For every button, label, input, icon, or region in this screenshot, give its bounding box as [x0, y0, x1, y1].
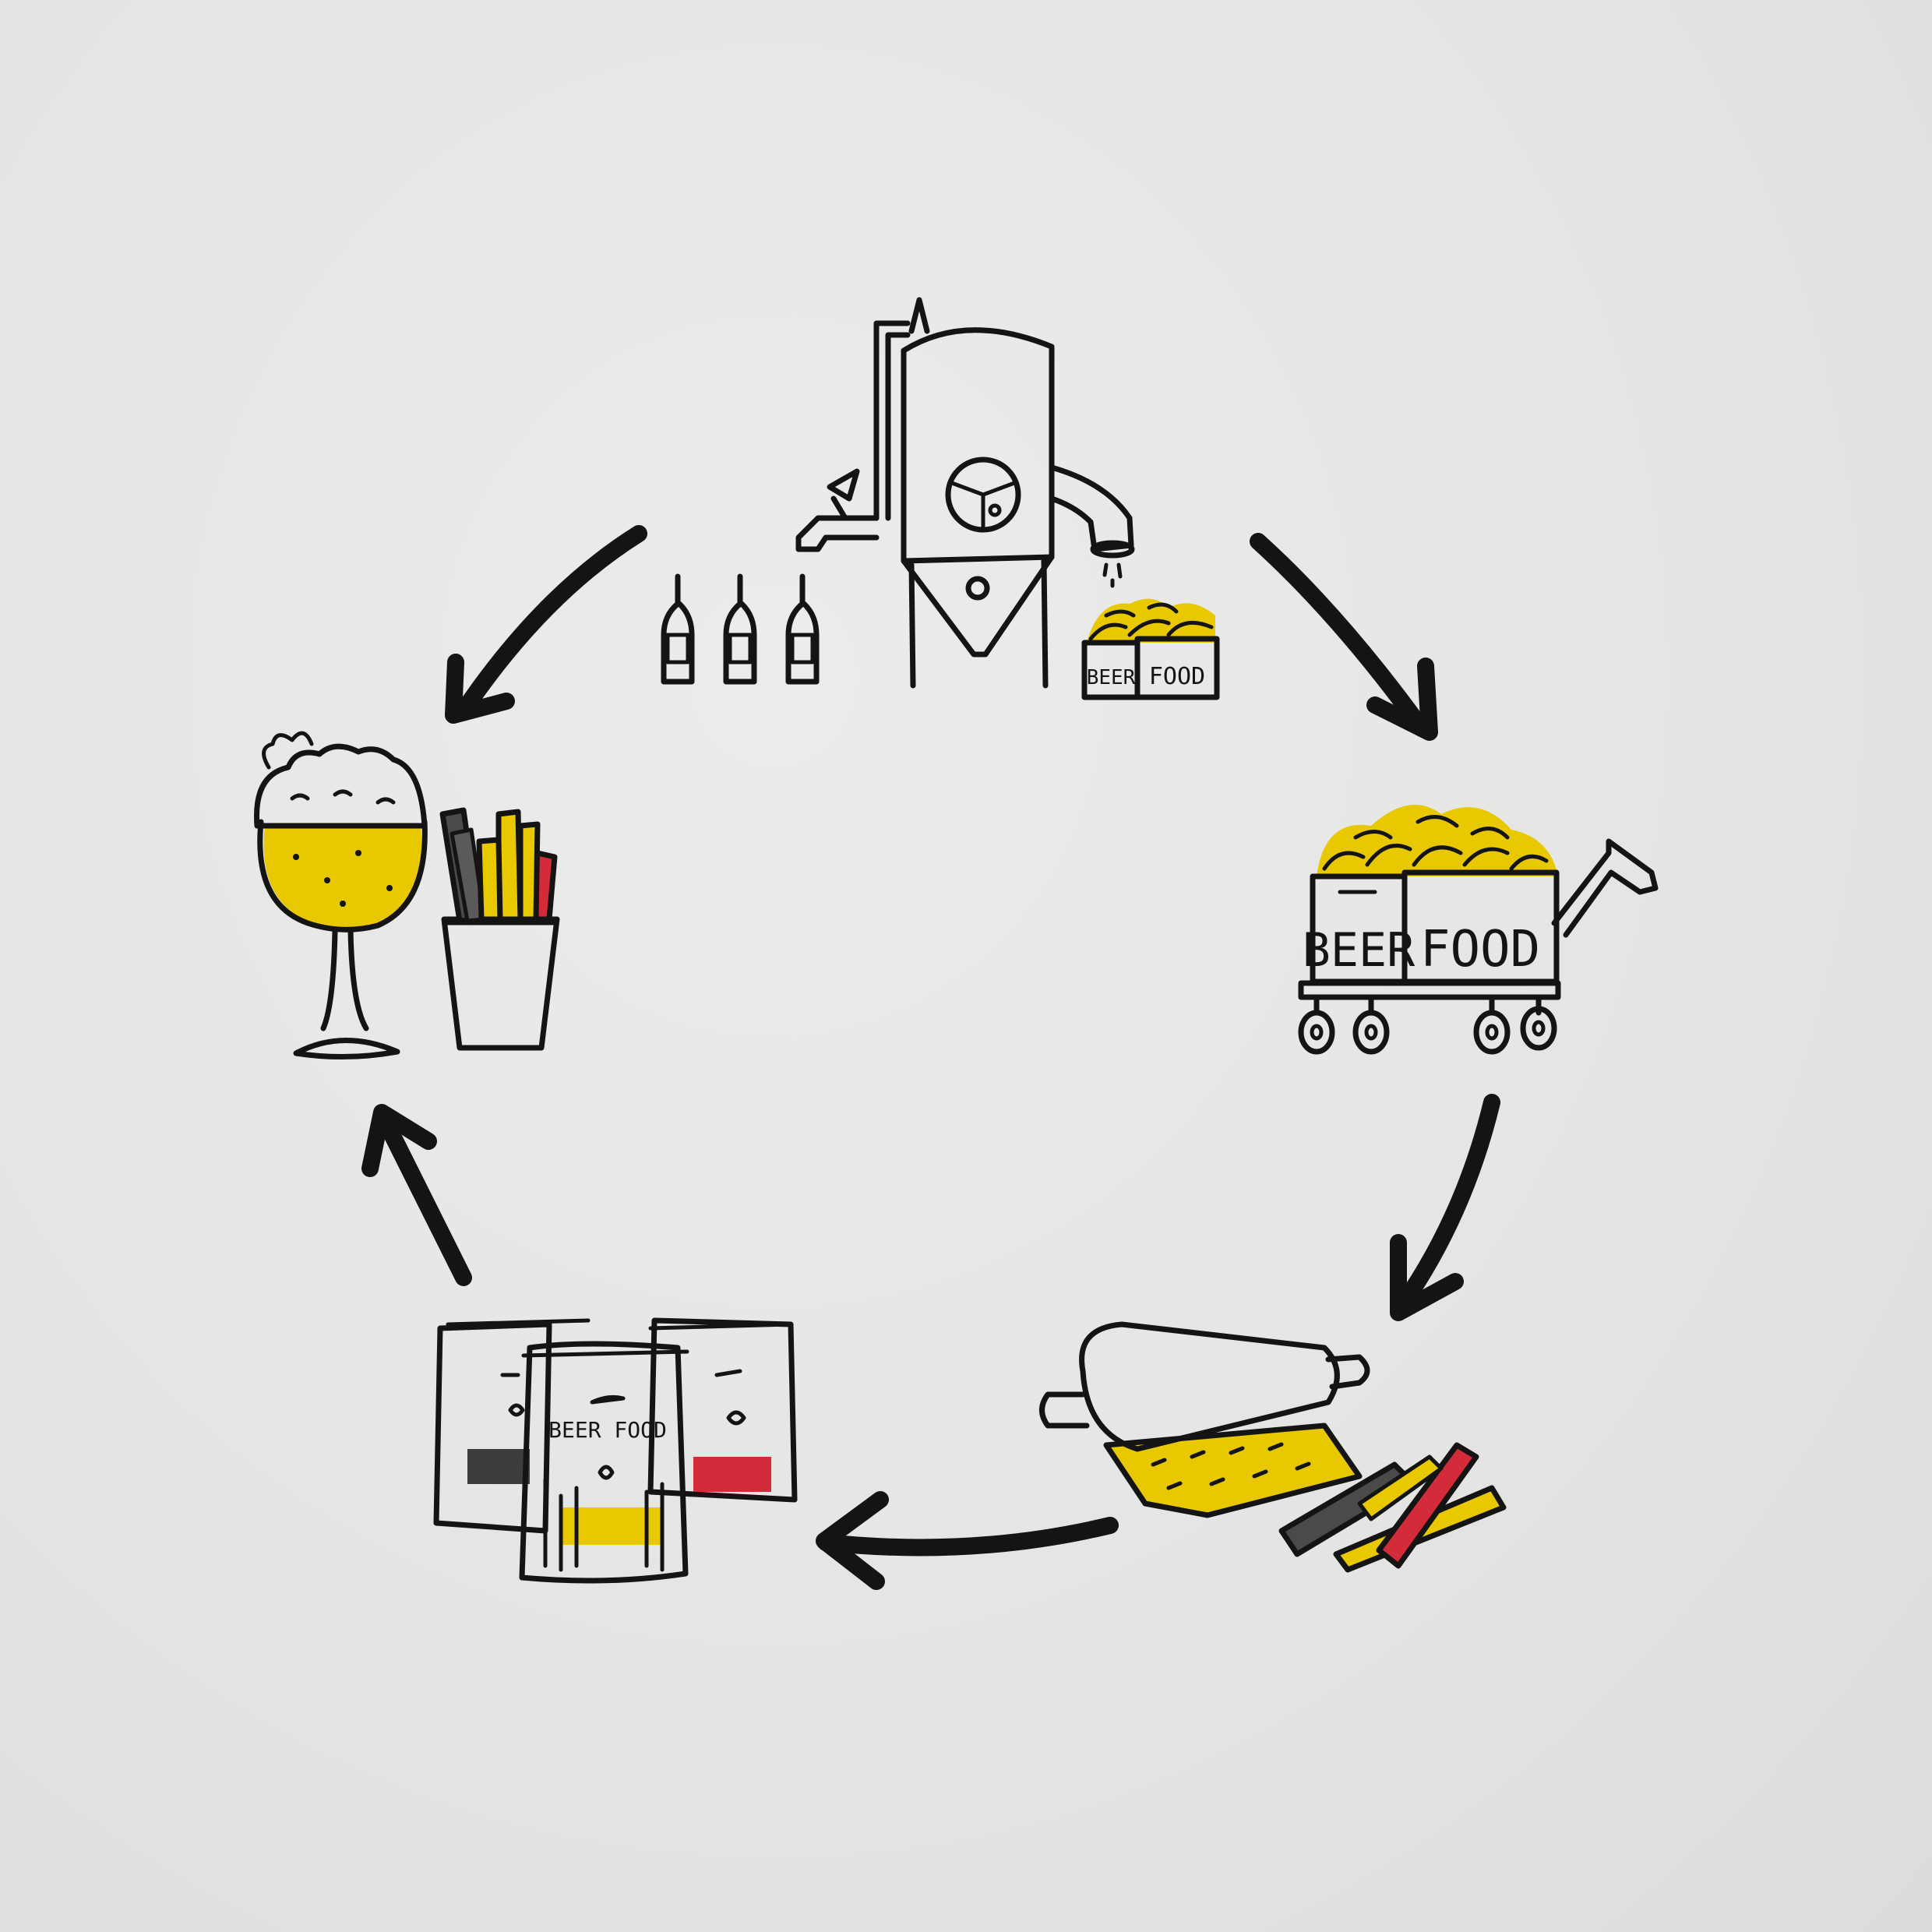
arrow-right-down	[1390, 1094, 1500, 1321]
snack-stick-yellow-2	[476, 837, 503, 922]
arrow-bottom-left	[816, 1491, 1119, 1590]
arrow-top-right	[1250, 533, 1438, 741]
beer-glass-and-snacks-icon	[254, 731, 560, 1060]
box-small-beer-label: BEER	[1087, 666, 1136, 689]
bag-front-label: BEER FOOD	[548, 1417, 667, 1443]
brewing-tank-icon: BEER FOOD	[661, 297, 1220, 700]
arrow-top-left	[445, 525, 647, 724]
snack-stick-yellow-3	[517, 821, 541, 922]
rolling-pin-crackers-icon	[1039, 1321, 1507, 1573]
arrow-left-up	[361, 1104, 472, 1286]
box-small-food-label: FOOD	[1149, 663, 1205, 690]
cracker-stick-red	[1376, 1442, 1479, 1569]
spent-grain-cart-icon: BEER FOOD	[1298, 805, 1659, 1055]
cart-beer-label: BEER	[1303, 923, 1416, 978]
cart-food-label: FOOD	[1420, 921, 1540, 978]
snack-bags-icon: BEER FOOD	[433, 1317, 798, 1584]
cracker-stick-yellow-2	[1357, 1454, 1444, 1521]
